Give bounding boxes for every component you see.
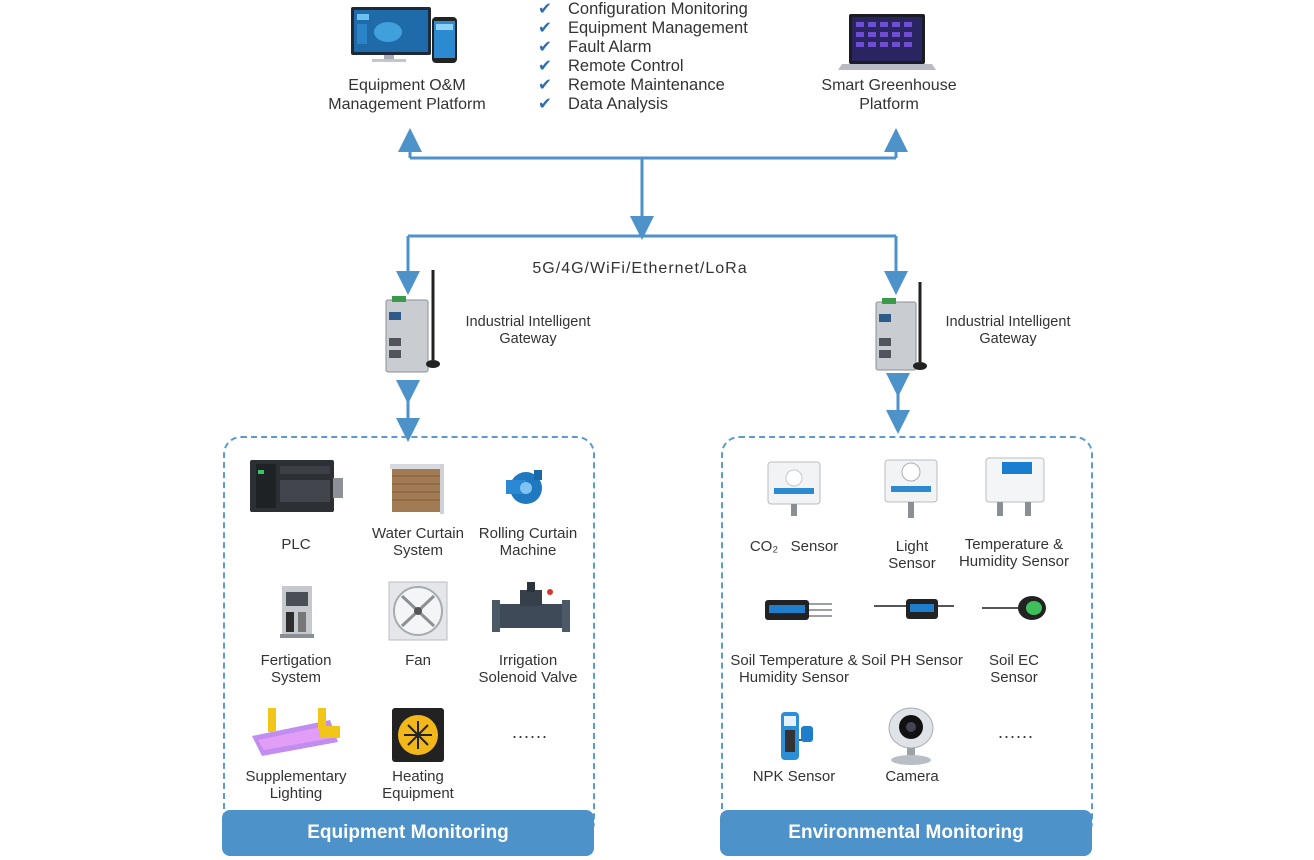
checkmark-icon: ✔ xyxy=(538,19,552,37)
soil-ec-probe-icon xyxy=(982,596,1046,620)
desktop-mobile-icon xyxy=(351,7,457,63)
valve-icon xyxy=(492,582,570,632)
feature-item: ✔ Fault Alarm xyxy=(538,38,651,57)
left-gateway-label: Industrial Intelligent Gateway xyxy=(465,314,591,347)
feature-label: Configuration Monitoring xyxy=(568,0,748,18)
equipment-item-label: Heating Equipment xyxy=(382,768,454,802)
temp-humidity-sensor-icon xyxy=(985,457,1045,516)
network-label: 5G/4G/WiFi/Ethernet/LoRa xyxy=(532,260,748,277)
light-sensor-icon xyxy=(884,459,938,518)
right-gateway-label: Industrial Intelligent Gateway xyxy=(945,314,1071,347)
feature-label: Remote Maintenance xyxy=(568,76,725,94)
fan-icon xyxy=(388,581,448,641)
environment-item-label: Soil PH Sensor xyxy=(861,652,963,669)
feature-item: ✔ Data Analysis xyxy=(538,95,668,114)
environment-item-label: Temperature & Humidity Sensor xyxy=(958,536,1070,570)
environment-item-label: Camera xyxy=(885,768,939,785)
fertigation-icon xyxy=(280,586,314,638)
right-platform-label: Smart Greenhouse Platform xyxy=(806,76,972,114)
checkmark-icon: ✔ xyxy=(538,76,552,94)
npk-sensor-icon xyxy=(781,712,813,760)
soil-ph-probe-icon xyxy=(874,599,954,619)
equipment-group-title: Equipment Monitoring xyxy=(222,810,594,856)
equipment-item-label: Supplementary Lighting xyxy=(245,768,347,802)
left-platform-line-2: Management Platform xyxy=(328,96,486,113)
equipment-item-label: PLC xyxy=(281,536,311,553)
environment-item-label: Light Sensor xyxy=(888,538,936,572)
feature-label: Remote Control xyxy=(568,57,684,75)
water-curtain-icon xyxy=(390,464,444,514)
environment-more-indicator: ...... xyxy=(998,722,1035,742)
co2-sensor-icon xyxy=(767,461,821,516)
environment-item-label: Soil Temperature & Humidity Sensor xyxy=(730,652,858,686)
grow-light-icon xyxy=(252,708,340,756)
plc-icon xyxy=(250,460,343,512)
checkmark-icon: ✔ xyxy=(538,0,552,18)
feature-label: Fault Alarm xyxy=(568,38,652,56)
left-gateway-device-icon xyxy=(385,270,440,373)
equipment-item-label: Irrigation Solenoid Valve xyxy=(478,652,578,686)
feature-label: Data Analysis xyxy=(568,95,668,113)
soil-probe-icon xyxy=(765,600,832,620)
environment-item-label: NPK Sensor xyxy=(752,768,836,785)
feature-label: Equipment Management xyxy=(568,19,748,37)
equipment-more-indicator: ...... xyxy=(512,722,549,742)
right-platform-line-1: Smart Greenhouse xyxy=(821,77,957,94)
checkmark-icon: ✔ xyxy=(538,95,552,113)
right-platform-line-2: Platform xyxy=(859,96,919,113)
rolling-curtain-motor-icon xyxy=(506,470,542,504)
environment-item-label: CO₂ Sensor xyxy=(749,538,839,555)
equipment-item-label: Water Curtain System xyxy=(372,525,464,559)
feature-item: ✔ Equipment Management xyxy=(538,19,748,38)
environment-group-title: Environmental Monitoring xyxy=(720,810,1092,856)
feature-item: ✔ Remote Control xyxy=(538,57,684,76)
equipment-item-label: Fertigation System xyxy=(260,652,332,686)
heater-icon xyxy=(392,708,444,762)
left-platform-label: Equipment O&M Management Platform xyxy=(317,76,497,114)
feature-item: ✔ Configuration Monitoring xyxy=(538,0,748,19)
environment-item-label: Soil EC Sensor xyxy=(988,652,1040,686)
camera-icon xyxy=(888,707,934,765)
laptop-icon xyxy=(838,14,936,70)
left-platform-line-1: Equipment O&M xyxy=(348,77,466,94)
checkmark-icon: ✔ xyxy=(538,57,552,75)
equipment-item-label: Fan xyxy=(405,652,431,669)
right-gateway-device-icon xyxy=(875,282,927,371)
feature-item: ✔ Remote Maintenance xyxy=(538,76,725,95)
checkmark-icon: ✔ xyxy=(538,38,552,56)
equipment-item-label: Rolling Curtain Machine xyxy=(478,525,578,559)
